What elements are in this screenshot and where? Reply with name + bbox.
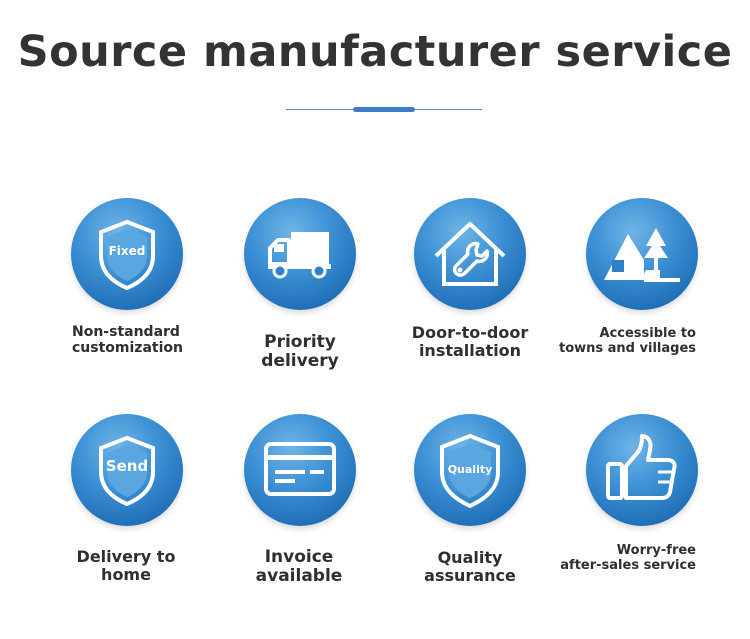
label-line: Door-to-door [411, 323, 529, 342]
priority-delivery-badge [244, 198, 356, 310]
label-line: Accessible to [599, 326, 696, 341]
shield-icon-text: Quality [447, 463, 493, 476]
label-line: after-sales service [560, 557, 696, 573]
title-underline-accent [353, 107, 415, 112]
thumbs-up-icon [606, 434, 677, 500]
label-line: Worry-free [616, 543, 696, 558]
quality-badge: Quality [414, 414, 526, 526]
service-label-after-sales: Worry-free after-sales service [556, 543, 696, 573]
villages-badge [586, 198, 698, 310]
page-title: Source manufacturer service [17, 27, 733, 77]
village-icon [604, 228, 680, 282]
after-sales-badge [586, 414, 698, 526]
label-line: Quality assurance [424, 548, 516, 585]
shield-icon [440, 433, 500, 509]
service-label-installation: Door-to-door installation [404, 324, 536, 360]
label-line: installation [418, 340, 522, 360]
label-line: Priority delivery [261, 332, 339, 372]
shield-icon-text: Send [105, 457, 149, 475]
shield-icon-text: Fixed [108, 244, 146, 258]
service-label-invoice: Invoice available [220, 547, 378, 587]
shield-icon [99, 219, 155, 291]
house-wrench-icon [434, 222, 506, 286]
label-line: Non-standard [72, 324, 180, 340]
invoice-badge [244, 414, 356, 526]
shield-icon [99, 435, 155, 507]
card-icon [264, 442, 336, 496]
service-label-priority-delivery: Priority delivery [224, 332, 376, 372]
service-label-customization: Non-standard customization [72, 324, 192, 356]
service-label-quality: Quality assurance [394, 549, 546, 585]
service-label-home-delivery: Delivery to home [52, 548, 200, 584]
service-label-villages: Accessible to towns and villages [556, 326, 696, 356]
label-line: Invoice available [255, 547, 343, 587]
customization-badge: Fixed [71, 198, 183, 310]
label-line: Delivery to home [76, 547, 176, 584]
truck-icon [268, 232, 331, 279]
label-line: customization [72, 339, 183, 356]
label-line: towns and villages [558, 340, 696, 356]
installation-badge [414, 198, 526, 310]
home-delivery-badge: Send [71, 414, 183, 526]
